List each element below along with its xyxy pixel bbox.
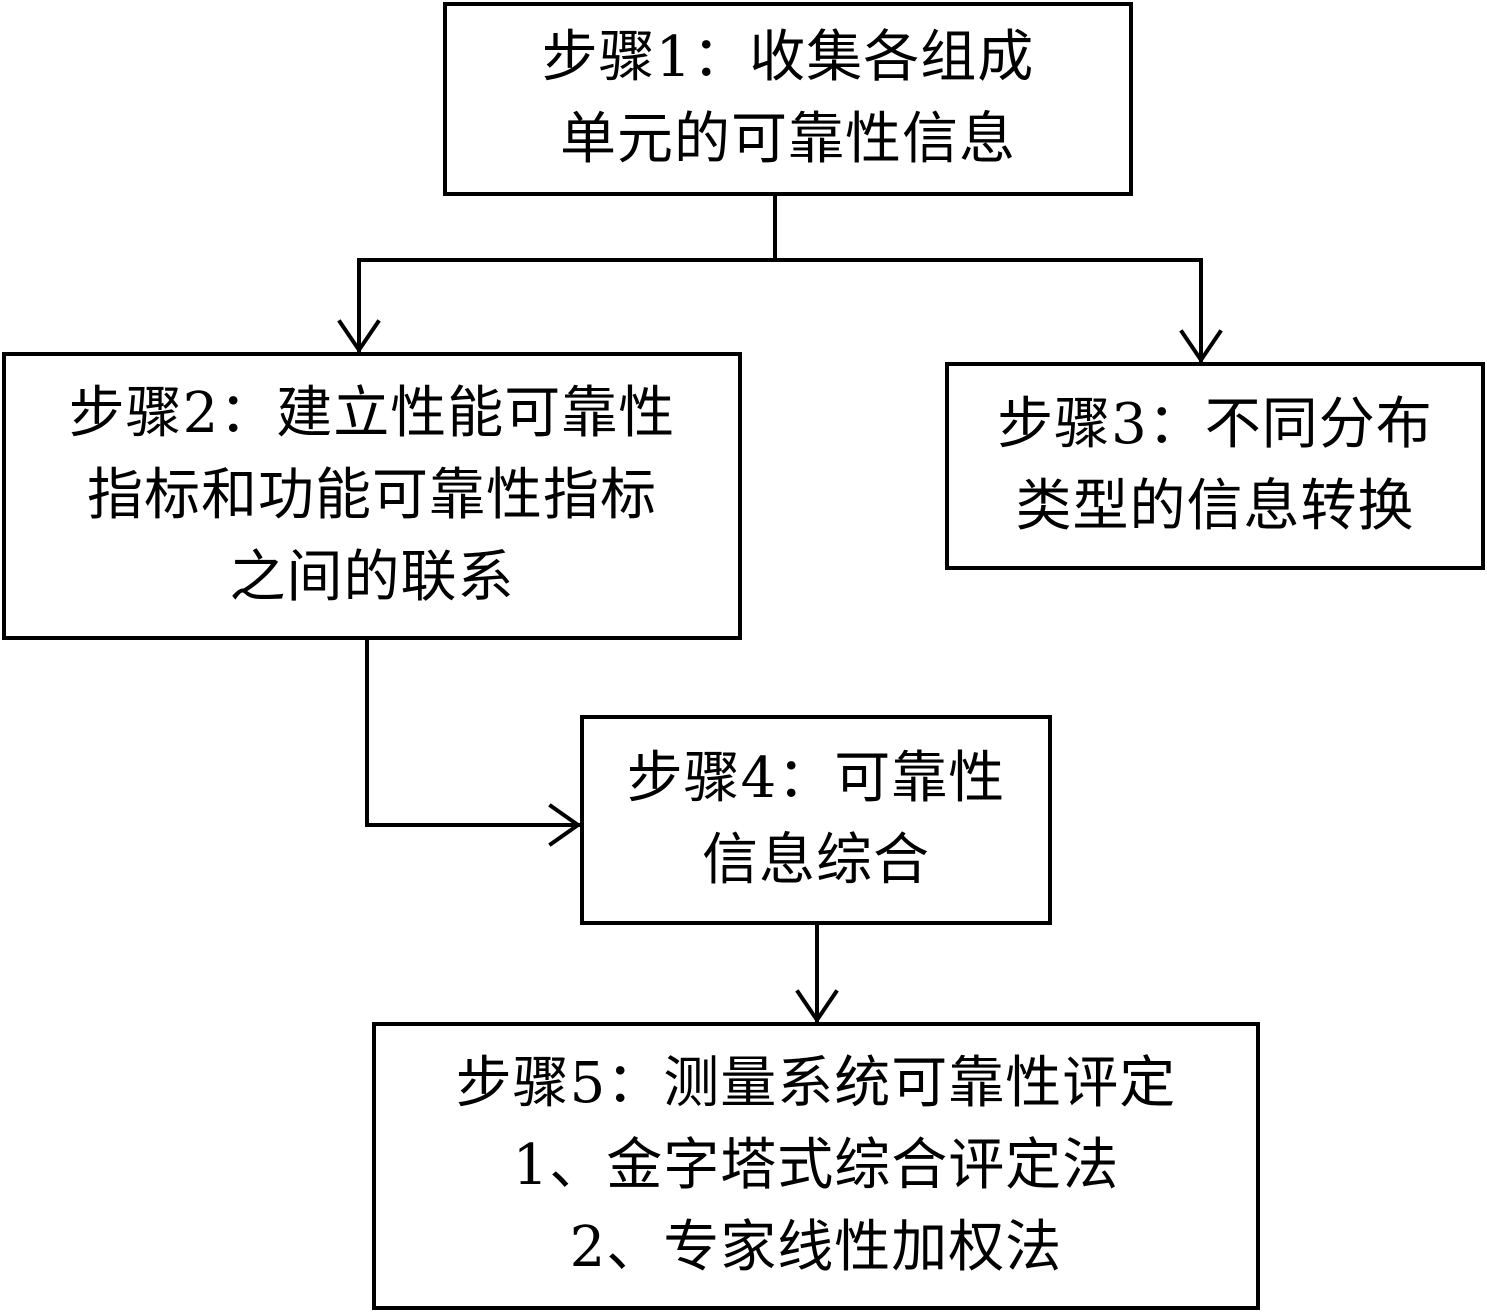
connector-step2-to-step4 bbox=[365, 638, 580, 827]
step-3-line-1: 步骤3：不同分布 bbox=[997, 392, 1433, 457]
arrowhead-step3 bbox=[1179, 329, 1223, 364]
step-4-box: 步骤4：可靠性 信息综合 bbox=[580, 715, 1052, 925]
step-2-box: 步骤2：建立性能可靠性 指标和功能可靠性指标 之间的联系 bbox=[2, 352, 742, 640]
step-3-box: 步骤3：不同分布 类型的信息转换 bbox=[945, 362, 1485, 570]
arrowhead-step4 bbox=[548, 803, 582, 847]
step-4-line-1: 步骤4：可靠性 bbox=[626, 746, 1006, 811]
step-4-line-2: 信息综合 bbox=[702, 828, 930, 893]
step-1-line-1: 步骤1：收集各组成 bbox=[541, 25, 1035, 90]
step-2-line-1: 步骤2：建立性能可靠性 bbox=[68, 381, 676, 446]
step-5-line-1: 步骤5：测量系统可靠性评定 bbox=[455, 1051, 1177, 1116]
step-5-line-3: 2、专家线性加权法 bbox=[569, 1215, 1063, 1280]
step-2-line-3: 之间的联系 bbox=[229, 545, 515, 610]
arrowhead-step2 bbox=[337, 319, 381, 354]
step-1-box: 步骤1：收集各组成 单元的可靠性信息 bbox=[443, 2, 1133, 196]
step-5-box: 步骤5：测量系统可靠性评定 1、金字塔式综合评定法 2、专家线性加权法 bbox=[372, 1022, 1260, 1310]
step-5-line-2: 1、金字塔式综合评定法 bbox=[512, 1133, 1120, 1198]
step-2-line-2: 指标和功能可靠性指标 bbox=[87, 463, 657, 528]
step-3-line-2: 类型的信息转换 bbox=[1015, 474, 1415, 539]
step-1-line-2: 单元的可靠性信息 bbox=[560, 107, 1016, 172]
arrowhead-step5 bbox=[795, 989, 839, 1024]
